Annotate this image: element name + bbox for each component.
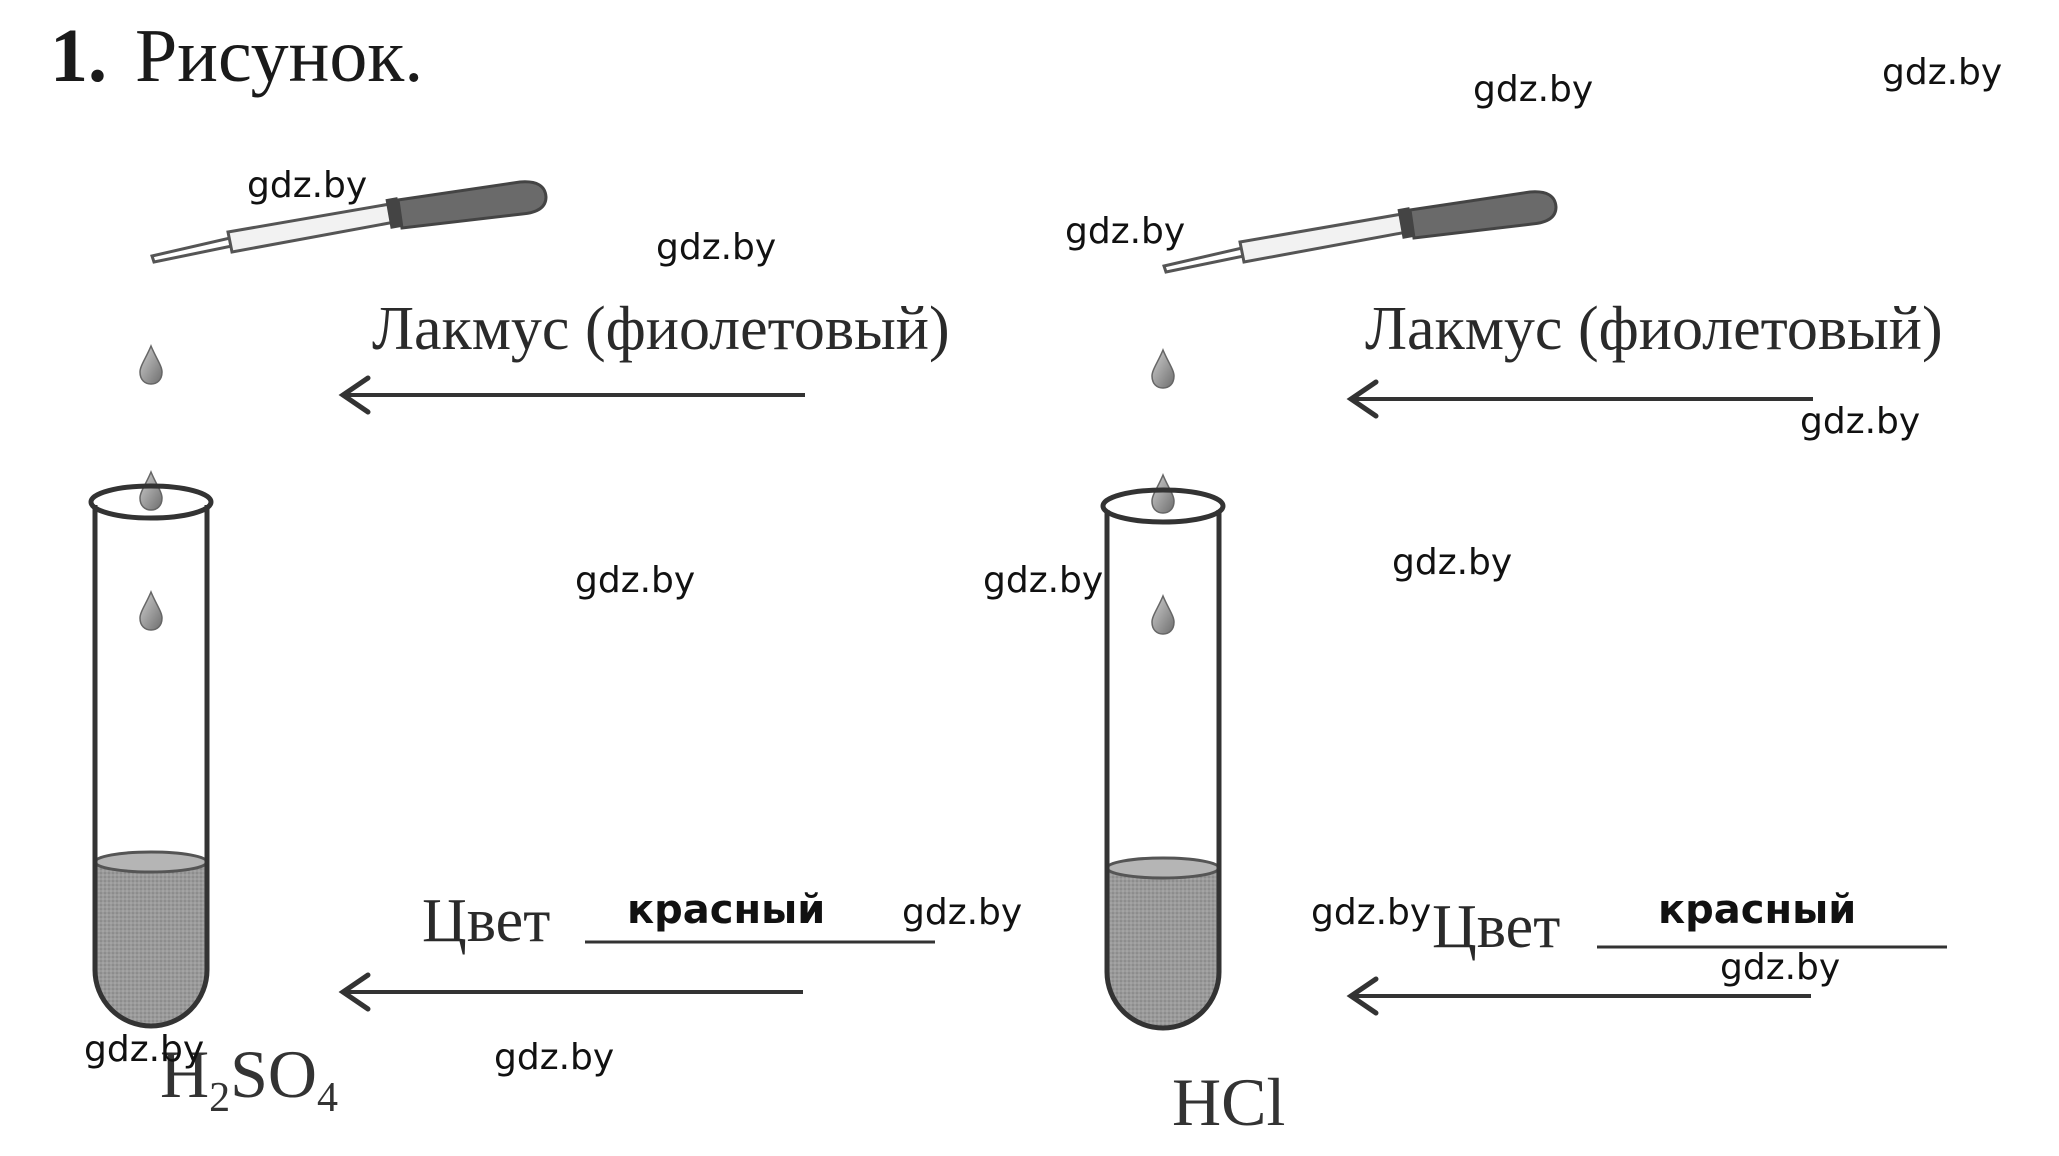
- watermark: gdz.by: [656, 227, 777, 268]
- left-falling-drop-icon: [139, 344, 163, 385]
- formula-sub-4: 4: [317, 1075, 339, 1121]
- left-formula: H2SO4: [160, 1040, 338, 1119]
- watermark: gdz.by: [1800, 401, 1921, 442]
- right-pipette-icon: [1162, 190, 1558, 274]
- right-inner-drop-icon: [1151, 594, 1175, 635]
- watermark: gdz.by: [247, 165, 368, 206]
- task-title: Рисунок.: [135, 14, 424, 98]
- right-color-answer: красный: [1658, 887, 1857, 933]
- watermark: gdz.by: [1065, 211, 1186, 252]
- watermark: gdz.by: [575, 560, 696, 601]
- watermark: gdz.by: [902, 892, 1023, 933]
- watermark: gdz.by: [1392, 542, 1513, 583]
- right-falling-drop-icon: [1151, 348, 1175, 389]
- formula-sub-2: 2: [209, 1075, 231, 1121]
- watermark: gdz.by: [494, 1037, 615, 1078]
- right-formula: HCl: [1172, 1064, 1286, 1140]
- left-bottom-arrow-icon: [338, 972, 803, 1012]
- task-number: 1.: [50, 14, 107, 98]
- watermark: gdz.by: [1882, 52, 2003, 93]
- watermark: gdz.by: [1473, 69, 1594, 110]
- right-top-arrow-icon: [1346, 379, 1813, 419]
- watermark: gdz.by: [983, 560, 1104, 601]
- right-rim-drop-icon: [1151, 473, 1175, 514]
- left-top-arrow-icon: [338, 375, 805, 415]
- left-rim-drop-icon: [139, 470, 163, 511]
- formula-h: H: [160, 1036, 210, 1112]
- formula-so: SO: [230, 1036, 318, 1112]
- watermark: gdz.by: [84, 1029, 205, 1070]
- left-inner-drop-icon: [139, 590, 163, 631]
- task-heading: 1.Рисунок.: [50, 18, 423, 94]
- left-color-label: Цвет: [422, 887, 551, 955]
- left-test-tube-icon: [88, 483, 214, 1029]
- left-indicator-label: Лакмус (фиолетовый): [372, 295, 950, 363]
- watermark: gdz.by: [1311, 892, 1432, 933]
- right-color-label: Цвет: [1432, 893, 1561, 961]
- right-test-tube-icon: [1100, 487, 1226, 1031]
- left-pipette-icon: [150, 180, 548, 264]
- right-bottom-arrow-icon: [1346, 976, 1811, 1016]
- watermark: gdz.by: [1720, 947, 1841, 988]
- left-color-answer: красный: [627, 887, 826, 933]
- right-indicator-label: Лакмус (фиолетовый): [1365, 295, 1943, 363]
